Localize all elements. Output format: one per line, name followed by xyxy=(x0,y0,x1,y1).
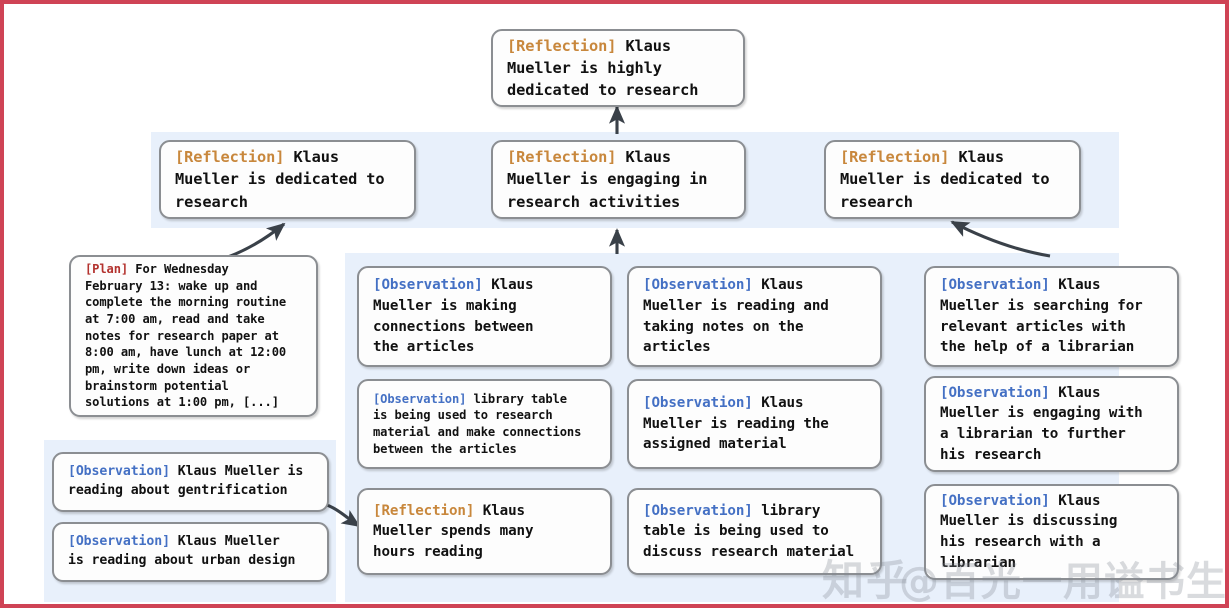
tag-observation: [Observation] xyxy=(68,464,170,480)
tag-observation: [Observation] xyxy=(643,277,753,294)
node-body: Klaus Mueller is highly dedicated to res… xyxy=(507,36,699,99)
tag-observation: [Observation] xyxy=(940,384,1050,401)
tag-reflection: [Reflection] xyxy=(840,148,950,167)
node-body: Klaus Mueller is reading about gentrific… xyxy=(68,464,304,498)
reflection-node-left[interactable]: [Reflection] Klaus Mueller is dedicated … xyxy=(159,140,416,219)
node-body: Klaus Mueller is making connections betw… xyxy=(373,277,534,356)
tag-observation: [Observation] xyxy=(373,391,467,406)
node-text: [Observation] Klaus Mueller is making co… xyxy=(359,275,610,357)
node-text: [Observation] Klaus Mueller is reading a… xyxy=(629,275,880,357)
node-body: Klaus Mueller is discussing his research… xyxy=(940,492,1118,571)
node-text: [Observation] Klaus Mueller is discussin… xyxy=(926,491,1177,573)
node-body: Klaus Mueller spends many hours reading xyxy=(373,502,534,560)
node-body: Klaus Mueller is engaging in research ac… xyxy=(507,148,708,211)
node-body: Klaus Mueller is dedicated to research xyxy=(840,148,1050,211)
node-body: library table is being used to discuss r… xyxy=(643,502,855,560)
node-body: library table is being used to research … xyxy=(373,391,582,456)
observation-node-making-connections[interactable]: [Observation] Klaus Mueller is making co… xyxy=(357,266,612,367)
observation-node-urban-design[interactable]: [Observation] Klaus Mueller is reading a… xyxy=(52,522,329,582)
node-text: [Observation] Klaus Mueller is reading a… xyxy=(54,463,327,500)
node-text: [Observation] Klaus Mueller is reading t… xyxy=(629,393,880,455)
node-body: Klaus Mueller is reading and taking note… xyxy=(643,277,829,356)
node-text: [Observation] Klaus Mueller is engaging … xyxy=(926,383,1177,465)
node-text: [Observation] Klaus Mueller is reading a… xyxy=(54,533,327,570)
node-text: [Reflection] Klaus Mueller is engaging i… xyxy=(493,146,744,212)
node-body: Klaus Mueller is reading the assigned ma… xyxy=(643,395,829,453)
node-body: Klaus Mueller is engaging with a librari… xyxy=(940,384,1143,463)
node-text: [Observation] library table is being use… xyxy=(359,391,610,458)
node-body: For Wednesday February 13: wake up and c… xyxy=(85,261,287,410)
node-text: [Observation] library table is being use… xyxy=(629,501,880,563)
tag-observation: [Observation] xyxy=(373,277,483,294)
root-reflection-node[interactable]: [Reflection] Klaus Mueller is highly ded… xyxy=(491,29,745,107)
tag-observation: [Observation] xyxy=(940,492,1050,509)
tag-reflection: [Reflection] xyxy=(507,148,617,167)
node-body: Klaus Mueller is reading about urban des… xyxy=(68,534,296,568)
reflection-node-middle[interactable]: [Reflection] Klaus Mueller is engaging i… xyxy=(491,140,746,219)
tag-observation: [Observation] xyxy=(68,534,170,550)
observation-node-searching-articles[interactable]: [Observation] Klaus Mueller is searching… xyxy=(924,266,1179,367)
tag-observation: [Observation] xyxy=(940,277,1050,294)
observation-node-engaging-librarian[interactable]: [Observation] Klaus Mueller is engaging … xyxy=(924,376,1179,472)
tag-reflection: [Reflection] xyxy=(175,148,285,167)
node-text: [Plan] For Wednesday February 13: wake u… xyxy=(71,261,316,411)
observation-node-discussing-research[interactable]: [Observation] Klaus Mueller is discussin… xyxy=(924,484,1179,580)
observation-node-taking-notes[interactable]: [Observation] Klaus Mueller is reading a… xyxy=(627,266,882,367)
reflection-node-hours-reading[interactable]: [Reflection] Klaus Mueller spends many h… xyxy=(357,488,612,575)
node-body: Klaus Mueller is searching for relevant … xyxy=(940,277,1143,356)
node-text: [Reflection] Klaus Mueller is highly ded… xyxy=(493,35,743,101)
plan-node[interactable]: [Plan] For Wednesday February 13: wake u… xyxy=(69,255,318,417)
observation-node-gentrification[interactable]: [Observation] Klaus Mueller is reading a… xyxy=(52,452,329,512)
tag-observation: [Observation] xyxy=(643,502,753,519)
tag-reflection: [Reflection] xyxy=(373,502,475,519)
node-body: Klaus Mueller is dedicated to research xyxy=(175,148,385,211)
reflection-node-right[interactable]: [Reflection] Klaus Mueller is dedicated … xyxy=(824,140,1081,219)
node-text: [Reflection] Klaus Mueller is dedicated … xyxy=(161,146,414,212)
observation-node-library-table-connections[interactable]: [Observation] library table is being use… xyxy=(357,379,612,469)
tag-reflection: [Reflection] xyxy=(507,36,617,55)
observation-node-assigned-material[interactable]: [Observation] Klaus Mueller is reading t… xyxy=(627,379,882,469)
tag-plan: [Plan] xyxy=(85,261,129,276)
observation-node-discuss-research-material[interactable]: [Observation] library table is being use… xyxy=(627,488,882,575)
node-text: [Reflection] Klaus Mueller is dedicated … xyxy=(826,146,1079,212)
node-text: [Reflection] Klaus Mueller spends many h… xyxy=(359,501,610,563)
tag-observation: [Observation] xyxy=(643,395,753,412)
node-text: [Observation] Klaus Mueller is searching… xyxy=(926,275,1177,357)
